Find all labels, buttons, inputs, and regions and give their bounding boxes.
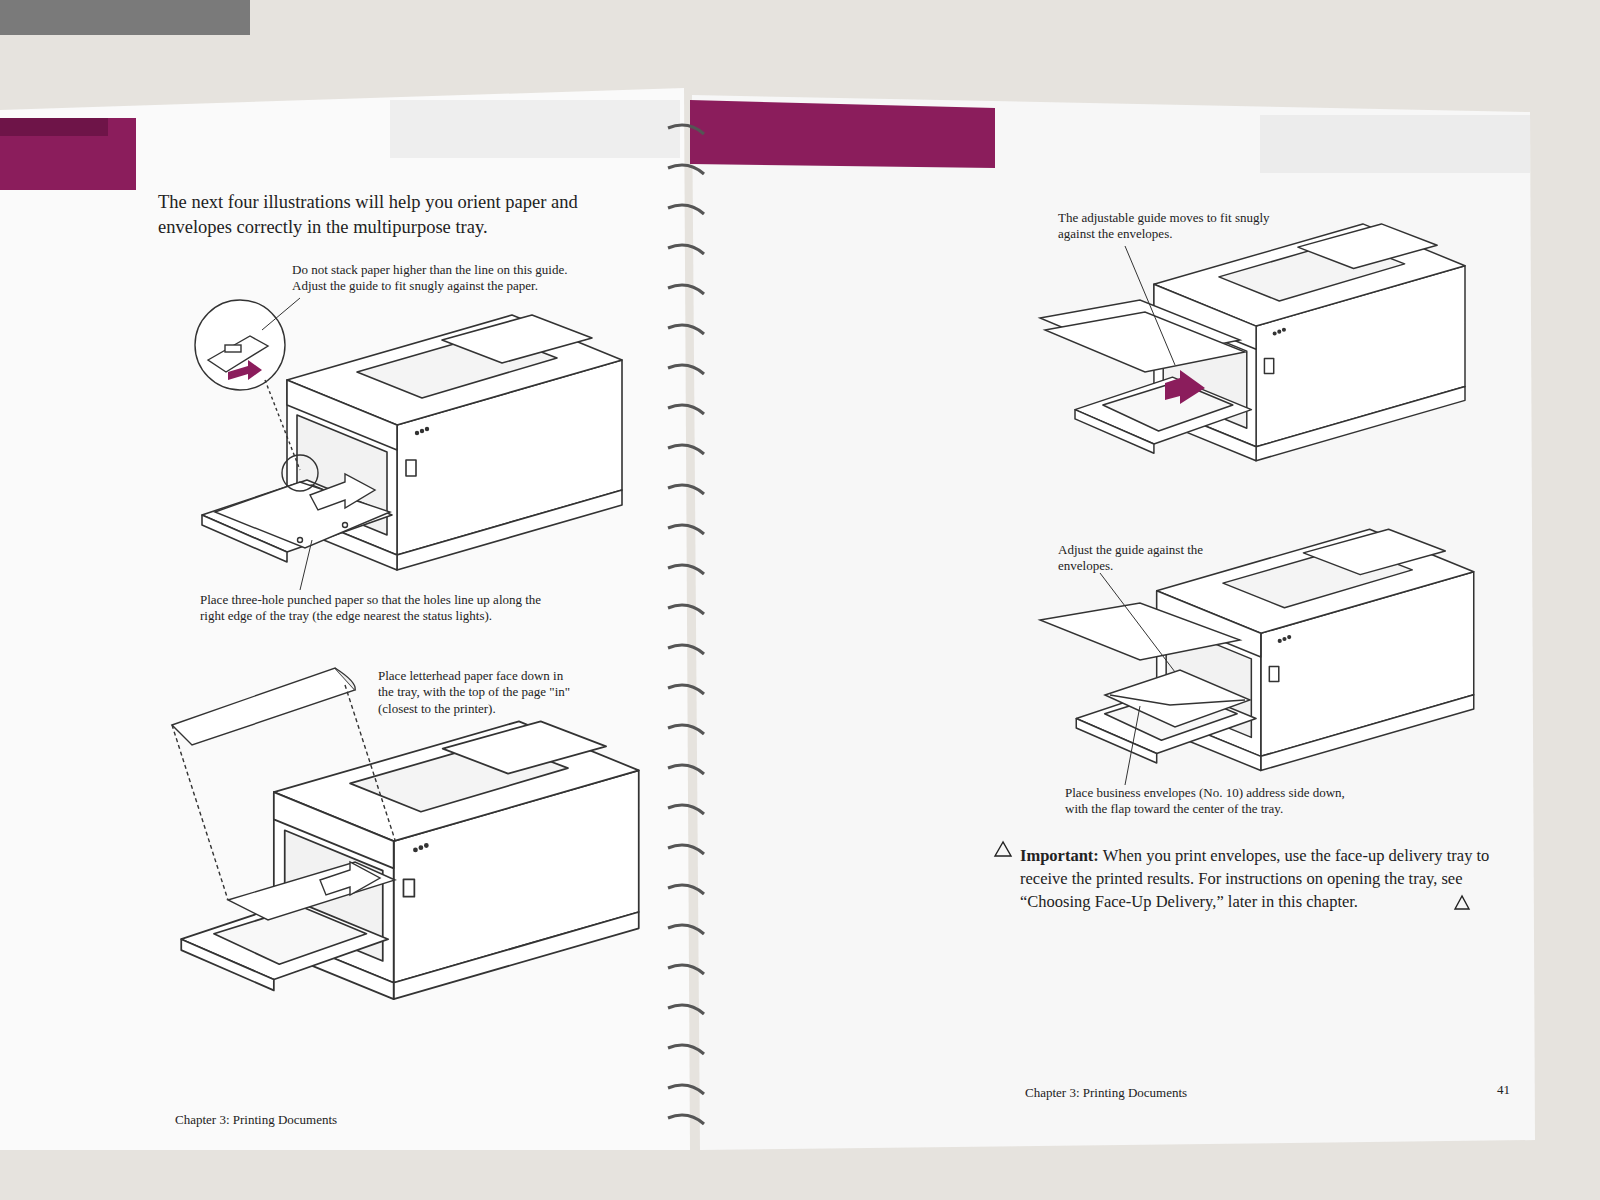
note-symbol bbox=[995, 842, 1011, 856]
intro-text: The next four illustrations will help yo… bbox=[158, 190, 638, 240]
note-symbol bbox=[1455, 896, 1469, 909]
spiral-binding bbox=[668, 125, 704, 1124]
page-footer: Chapter 3: Printing Documents bbox=[1025, 1085, 1187, 1101]
tab-bar bbox=[690, 100, 995, 168]
header-band bbox=[1260, 115, 1530, 173]
envelope-stack bbox=[1040, 300, 1250, 727]
important-note: Important: When you print envelopes, use… bbox=[1020, 844, 1490, 913]
left-page bbox=[0, 88, 690, 1150]
page-number: 41 bbox=[1497, 1082, 1510, 1098]
printer-illustration bbox=[181, 721, 639, 999]
callout-text: Place letterhead paper face down in the … bbox=[378, 668, 578, 717]
callout-text: Place three-hole punched paper so that t… bbox=[200, 592, 560, 625]
right-page bbox=[692, 95, 1535, 1150]
background-object bbox=[0, 0, 250, 35]
detail-magnifier bbox=[195, 300, 318, 491]
header-band bbox=[390, 100, 680, 158]
callout-text: The adjustable guide moves to fit snugly… bbox=[1058, 210, 1298, 243]
tab-bar bbox=[0, 118, 136, 190]
paper-stack bbox=[215, 474, 390, 548]
page-footer: Chapter 3: Printing Documents bbox=[175, 1112, 337, 1128]
callout-text: Place business envelopes (No. 10) addres… bbox=[1065, 785, 1355, 818]
callout-text: Adjust the guide against the envelopes. bbox=[1058, 542, 1208, 575]
note-heading: Important: bbox=[1020, 846, 1099, 865]
letterhead-sheet bbox=[172, 668, 395, 920]
tab-bar bbox=[0, 118, 108, 136]
callout-text: Do not stack paper higher than the line … bbox=[292, 262, 592, 295]
leader-line bbox=[262, 246, 1175, 785]
